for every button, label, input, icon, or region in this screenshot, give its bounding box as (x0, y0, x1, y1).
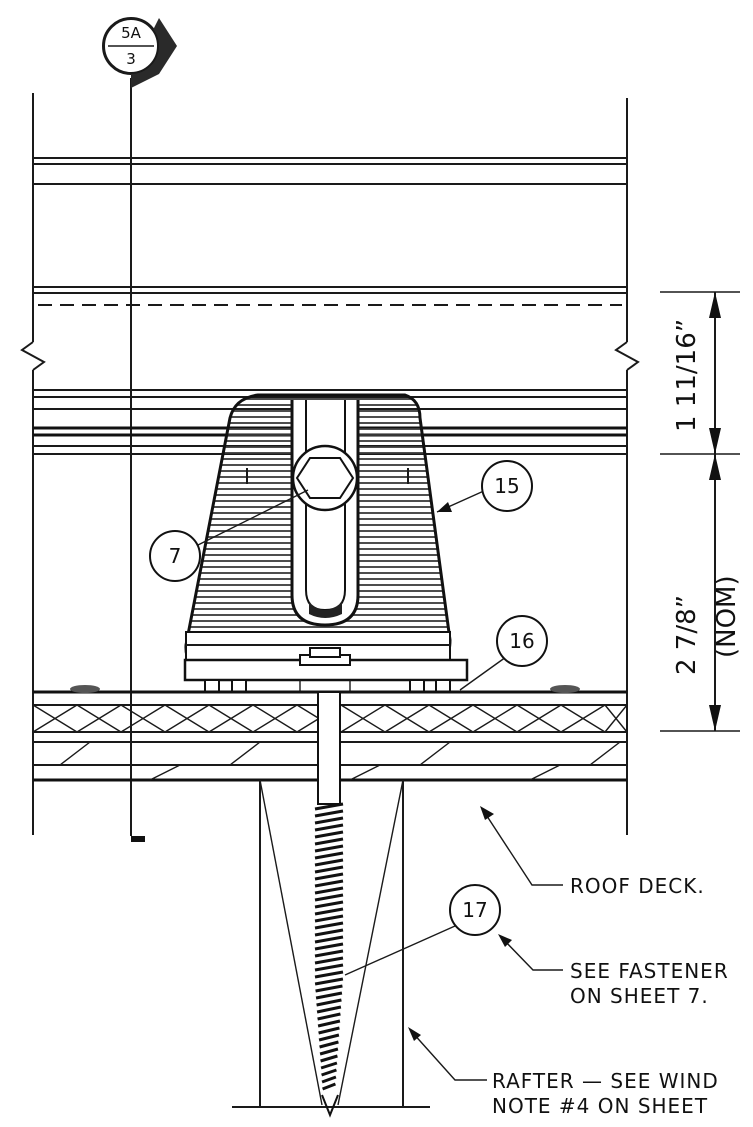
dimension-group: 1 11/16” 2 7/8” (NOM) (660, 291, 742, 732)
callout-16: 16 (459, 615, 548, 691)
callout-17-label: 17 (462, 898, 487, 922)
rafter (232, 779, 430, 1108)
note-fastener: SEE FASTENER ON SHEET 7. (498, 934, 729, 1008)
dimension-lower-note: (NOM) (712, 575, 742, 658)
callout-15-label: 15 (494, 474, 519, 498)
note-fastener-line1: SEE FASTENER (570, 959, 729, 983)
note-roof-deck-text: ROOF DECK. (570, 874, 705, 898)
note-roof-deck: ROOF DECK. (480, 806, 705, 898)
callout-7: 7 (149, 489, 309, 582)
section-marker-bottom: 3 (126, 50, 136, 68)
dimension-upper: 1 11/16” (672, 319, 702, 432)
callout-7-label: 7 (169, 544, 182, 568)
lag-screw (314, 691, 344, 1118)
frame-lines (20, 93, 640, 835)
note-rafter-line1: RAFTER — SEE WIND (492, 1069, 719, 1093)
base-plate (183, 647, 469, 693)
callout-15: 15 (436, 460, 533, 513)
callout-16-label: 16 (509, 629, 534, 653)
note-rafter: RAFTER — SEE WIND NOTE #4 ON SHEET (408, 1027, 719, 1118)
section-marker-top: 5A (121, 24, 142, 42)
note-fastener-line2: ON SHEET 7. (570, 984, 709, 1008)
hex-bolt-head (291, 444, 359, 512)
callout-17: 17 (344, 884, 501, 976)
note-rafter-line2: NOTE #4 ON SHEET (492, 1094, 708, 1118)
section-marker: 5A 3 (102, 17, 177, 842)
dimension-lower: 2 7/8” (672, 595, 702, 675)
